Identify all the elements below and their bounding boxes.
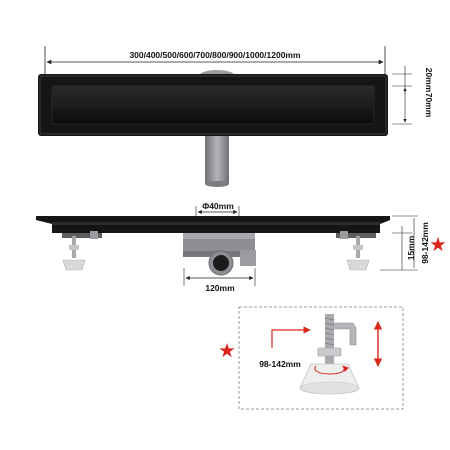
- right-adjustable-foot: [336, 231, 376, 271]
- height-pointer-arrow: [271, 326, 311, 348]
- foot-adjust-label: 98-142mm: [259, 359, 301, 369]
- left-adjustable-foot: [62, 231, 102, 271]
- callout-frame: [238, 306, 404, 410]
- outlet-pipe: [205, 132, 229, 184]
- star-icon-callout: [219, 343, 235, 358]
- top-view: 300/400/500/600/700/800/900/1000/1200mm …: [38, 46, 434, 187]
- rotate-arrow-icon: [314, 365, 349, 375]
- frame-height-label: 20mm: [424, 68, 434, 93]
- length-options-label: 300/400/500/600/700/800/900/1000/1200mm: [129, 50, 301, 60]
- star-icon-side: [430, 237, 446, 252]
- channel-width-label: 70mm: [424, 93, 434, 118]
- body-depth-label: 15mm: [406, 235, 416, 260]
- outlet-spacing-label: 120mm: [205, 283, 235, 293]
- side-view: Φ40mm 120mm: [36, 201, 446, 293]
- foot-detail-callout: 98-142mm: [238, 306, 404, 410]
- total-height-label: 98-142mm: [420, 222, 430, 264]
- outlet-diameter-label: Φ40mm: [202, 201, 234, 211]
